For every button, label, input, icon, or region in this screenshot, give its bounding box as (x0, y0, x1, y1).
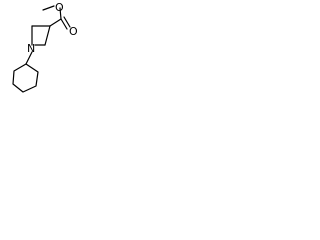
bond-n-cyclohexyl (25, 51, 33, 65)
ether-oxygen-label: O (55, 1, 64, 14)
carbonyl-oxygen-label: O (69, 25, 78, 38)
bond-carbonyl-o-double-2 (63, 16, 71, 28)
bond-c2-carbonyl (49, 18, 62, 27)
bond-carbonyl-o-double-1 (60, 18, 68, 30)
bond-carbonyl-ether-o (59, 7, 62, 20)
molecule-drawing: O O N (12, 1, 78, 93)
cyclohexane-ring (12, 63, 39, 93)
structure-diagram: O O N (0, 0, 85, 99)
bond-ring-right (44, 25, 51, 46)
nitrogen-label: N (27, 42, 35, 55)
bond-ether-o-methyl (42, 5, 55, 11)
